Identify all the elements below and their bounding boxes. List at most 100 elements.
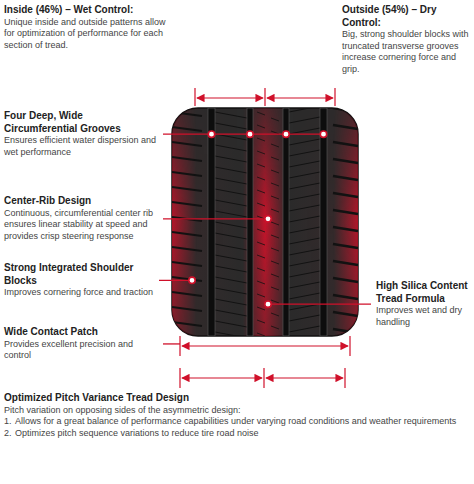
sipe <box>257 138 265 141</box>
sipe <box>271 157 279 160</box>
callout: Strong Integrated Shoulder BlocksImprove… <box>4 262 154 299</box>
sipe <box>289 194 320 200</box>
sipe <box>271 144 279 147</box>
callout-heading: High Silica Content Tread Formula <box>376 280 470 305</box>
sipe <box>215 244 247 250</box>
sipe <box>172 262 202 266</box>
sipe <box>215 200 247 206</box>
groove <box>208 108 215 336</box>
sipe <box>215 156 247 162</box>
callout: Center-Rib DesignContinuous, circumferen… <box>4 195 158 243</box>
sipe <box>215 134 247 140</box>
sipe <box>271 118 279 121</box>
callout-text: Pitch variation on opposing sides of the… <box>4 405 468 417</box>
sipe <box>333 295 358 299</box>
leader-line <box>159 280 192 281</box>
sipe <box>289 238 320 244</box>
sipe <box>333 261 358 265</box>
sipe <box>257 190 265 193</box>
sipe <box>271 326 279 329</box>
leader-dot <box>265 301 271 307</box>
sipe <box>289 172 320 178</box>
callout-heading: Strong Integrated Shoulder Blocks <box>4 262 154 287</box>
callout-text: Ensures efficient water dispersion and w… <box>4 135 158 158</box>
callout-text: Optimizes pitch sequence variations to r… <box>15 428 468 440</box>
list-item: 2.Optimizes pitch sequence variations to… <box>4 428 468 440</box>
sipe <box>257 294 265 297</box>
sipe <box>289 183 320 189</box>
sipe <box>172 202 202 206</box>
groove <box>320 108 327 336</box>
sipe <box>289 282 320 288</box>
sipe <box>215 310 247 316</box>
groove <box>283 108 289 336</box>
leader-dot <box>247 131 253 137</box>
sipe <box>289 271 320 277</box>
sipe <box>333 278 358 282</box>
leader-line <box>163 218 268 219</box>
sipe <box>257 255 265 258</box>
sipe <box>215 332 247 336</box>
sipe <box>215 112 247 118</box>
sipe <box>257 125 265 128</box>
sipe <box>333 125 358 129</box>
sipe <box>215 178 247 184</box>
dimension-arrows-top <box>195 88 335 106</box>
sipe <box>215 233 247 239</box>
sipe <box>289 227 320 233</box>
leader-line <box>268 304 371 305</box>
sipe <box>333 227 358 231</box>
sipe <box>289 205 320 211</box>
sipe <box>257 177 265 180</box>
list-number: 1. <box>4 416 15 428</box>
sipe <box>257 151 265 154</box>
callout: Optimized Pitch Variance Tread DesignPit… <box>4 392 468 440</box>
sipe <box>333 244 358 248</box>
sipe <box>215 321 247 327</box>
sipe <box>333 176 358 180</box>
callout: Four Deep, Wide Circumferential GroovesE… <box>4 110 158 158</box>
leader-line <box>163 343 180 344</box>
callout-heading: Wide Contact Patch <box>4 326 158 339</box>
sipe <box>271 287 279 290</box>
sipe <box>271 196 279 199</box>
sipe <box>333 329 358 333</box>
sipe <box>257 268 265 271</box>
sipe <box>333 312 358 316</box>
sipe <box>172 232 202 236</box>
callout-text: Allows for a great balance of performanc… <box>15 416 468 428</box>
sipe <box>257 229 265 232</box>
sipe <box>172 307 202 311</box>
sipe <box>289 161 320 167</box>
sipe <box>215 211 247 217</box>
sipe <box>271 170 279 173</box>
callout-heading: Inside (46%) – Wet Control: <box>4 4 176 17</box>
list-item: 1.Allows for a great balance of performa… <box>4 416 468 428</box>
sipe <box>271 261 279 264</box>
tread-sipes <box>172 108 358 336</box>
sipe <box>257 112 265 115</box>
list-number: 2. <box>4 428 15 440</box>
sipe <box>271 248 279 251</box>
sipe <box>215 167 247 173</box>
sipe <box>289 249 320 255</box>
callout: Outside (54%) – Dry Control:Big, strong … <box>342 4 470 76</box>
dimension-arrow-contact <box>180 336 350 356</box>
sipe <box>257 164 265 167</box>
sipe <box>333 159 358 163</box>
tire-body <box>172 108 358 336</box>
sipe <box>172 172 202 176</box>
callout: High Silica Content Tread FormulaImprove… <box>376 280 470 328</box>
sipe <box>215 299 247 305</box>
sipe <box>271 183 279 186</box>
sipe <box>271 300 279 303</box>
sipe <box>172 187 202 191</box>
sipe <box>172 142 202 146</box>
callout-text: Unique inside and outside patterns allow… <box>4 17 176 52</box>
sipe <box>289 108 320 112</box>
sipe <box>289 139 320 145</box>
sipe <box>333 108 358 112</box>
sipe <box>215 222 247 228</box>
sipe <box>271 274 279 277</box>
